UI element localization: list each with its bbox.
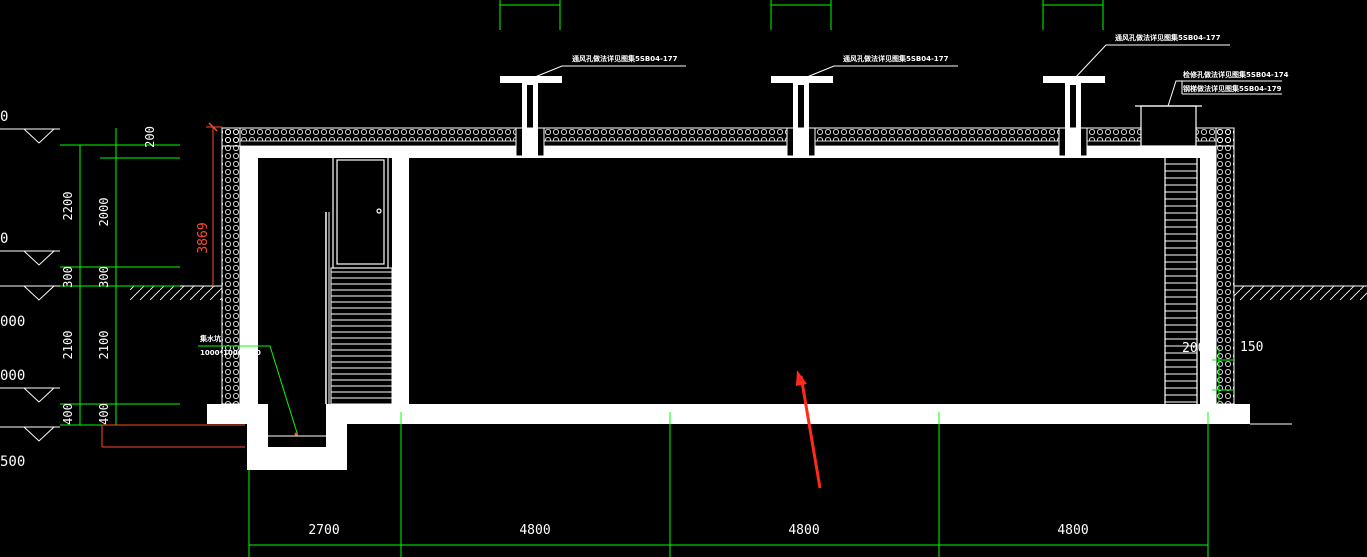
red-arrow (796, 370, 822, 489)
annotation-vent-2-text: 通风孔做法详见图集5SB04-177 (843, 54, 949, 63)
bottom-dim-3: 4800 (788, 523, 819, 538)
vent-pipe-2 (771, 76, 833, 158)
right-dimension: 200 150 (1182, 340, 1263, 402)
dim-inner-2000: 2000 (97, 198, 111, 227)
annotation-vent-1-text: 通风孔做法详见图集5SB04-177 (572, 54, 678, 63)
annotation-sump-size: 1000*1000*800 (200, 349, 261, 357)
annotation-vent-3-text: 通风孔做法详见图集5SB04-177 (1115, 33, 1221, 42)
vent-pipe-1 (500, 76, 562, 158)
annotation-sump: 集水坑 1000*1000*800 (198, 334, 299, 437)
annotation-vent-1: 通风孔做法详见图集5SB04-177 (529, 54, 686, 80)
concrete-structure (207, 146, 1250, 470)
dim-outer-2200: 2200 (61, 192, 75, 221)
dim-outer-300: 300 (61, 266, 75, 288)
annotation-vent-3: 通风孔做法详见图集5SB04-177 (1073, 33, 1230, 80)
annotation-sump-text: 集水坑 (199, 334, 221, 343)
right-dim-150: 150 (1240, 340, 1263, 355)
bottom-dim-labels: 2700 4800 4800 4800 (308, 523, 1088, 538)
stairs (325, 212, 393, 405)
dim-outer-2100: 2100 (61, 331, 75, 360)
maintenance-hatch (1135, 105, 1202, 147)
sump-pit-chamfer (258, 390, 268, 404)
annotation-hatch: 检修孔做法详见图集5SB04-174 钢梯做法详见图集5SB04-179 (1167, 70, 1289, 107)
height-dim-label: 3869 (196, 222, 211, 253)
steel-ladder (1164, 158, 1198, 404)
level-label-2: 0 (0, 231, 8, 247)
dim-outer-400: 400 (61, 403, 75, 425)
right-dim-200: 200 (1182, 341, 1205, 356)
dim-inner-200: 200 (143, 126, 157, 148)
annotation-hatch-text: 检修孔做法详见图集5SB04-174 (1183, 70, 1289, 79)
left-dimension-lines (60, 128, 180, 426)
sump-pit-interior (268, 404, 326, 447)
footing-dimension (101, 424, 245, 448)
dim-inner-2100: 2100 (97, 331, 111, 360)
insulation-layer (221, 127, 1235, 405)
annotation-ladder-text: 钢梯做法详见图集5SB04-179 (1183, 84, 1282, 93)
dim-inner-300: 300 (97, 266, 111, 288)
door (332, 155, 389, 269)
left-outer-dim-labels: 2200 300 2100 400 (61, 192, 75, 425)
level-markers: 0 0 000 000 500 (0, 109, 60, 470)
level-label-5: 500 (0, 454, 25, 470)
vent-pipe-3 (1043, 76, 1105, 158)
top-dimension-fragments (499, 0, 1104, 30)
left-inner-dim-labels: 200 2000 300 2100 400 (97, 126, 157, 425)
bottom-dimension-lines (248, 412, 1209, 557)
level-label-4: 000 (0, 368, 25, 384)
bottom-dim-1: 2700 (308, 523, 339, 538)
height-dimension-3869: 3869 (196, 122, 222, 286)
bottom-dim-4: 4800 (1057, 523, 1088, 538)
dim-inner-400: 400 (97, 403, 111, 425)
level-label-1: 0 (0, 109, 8, 125)
annotation-vent-2: 通风孔做法详见图集5SB04-177 (801, 54, 958, 80)
bottom-dim-2: 4800 (519, 523, 550, 538)
level-label-3: 000 (0, 314, 25, 330)
